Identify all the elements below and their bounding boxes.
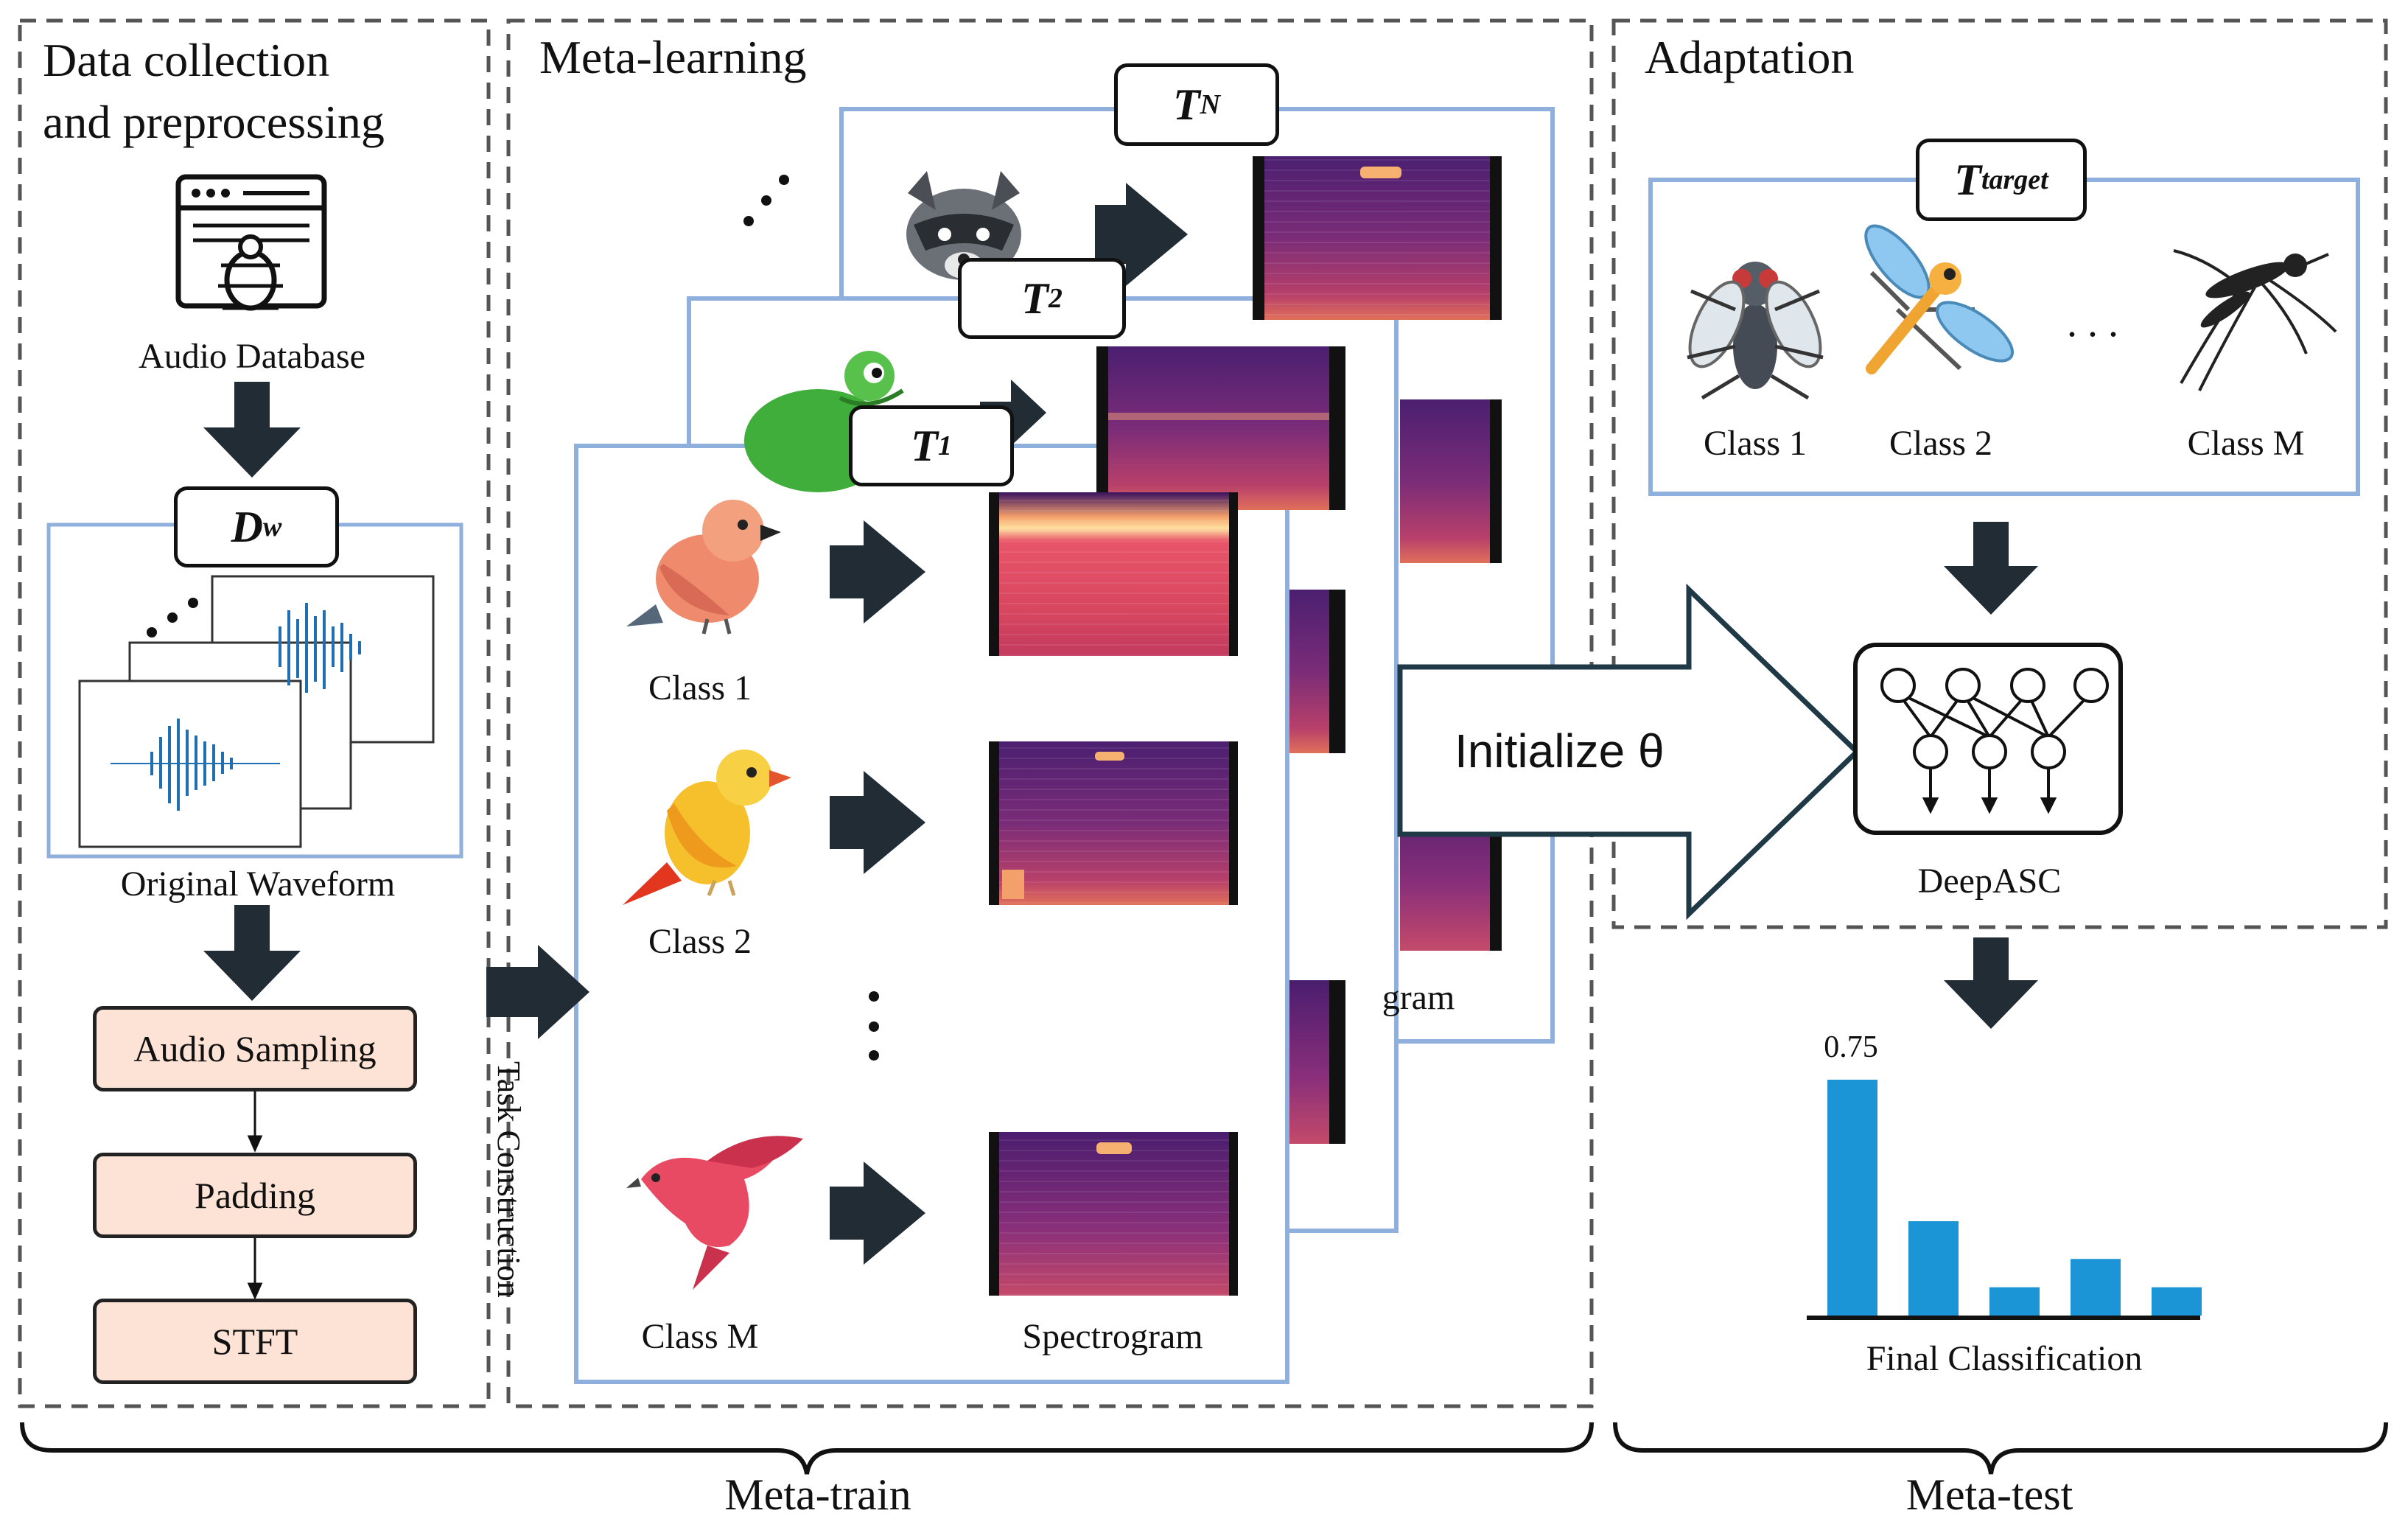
audio-database-icon (175, 174, 327, 311)
target-class-m-label: Class M (2187, 424, 2305, 463)
dragonfly-icon (1864, 224, 2015, 374)
target-class-1-label: Class 1 (1703, 424, 1807, 463)
step-padding: Padding (93, 1153, 417, 1238)
fly-icon (1687, 262, 1824, 400)
task1-class-2-label: Class 2 (648, 922, 752, 961)
waveform-stack (78, 575, 435, 848)
preprocessing-title-line2: and preprocessing (43, 96, 385, 148)
meta-test-brace (1613, 1422, 2388, 1475)
spectrogram-label: Spectrogram (1022, 1317, 1203, 1356)
bird-icon-m (626, 1136, 803, 1290)
initialize-theta-label: Initialize θ (1455, 724, 1665, 778)
class-ellipsis: . . . (2067, 300, 2118, 346)
arrow-class-m (830, 1162, 925, 1265)
classification-bar-1 (1827, 1080, 1877, 1316)
classification-bar-3 (1989, 1287, 2040, 1316)
arrow-class-2 (830, 771, 925, 874)
adaptation-frame (1611, 18, 2388, 929)
meta-test-label: Meta-test (1905, 1470, 2073, 1519)
top-bar-value-label: 0.75 (1824, 1030, 1878, 1064)
arrow-class-1 (830, 520, 925, 623)
raccoon-icon (906, 171, 1021, 280)
adaptation-title: Adaptation (1645, 31, 1855, 83)
partial-spectrogram-label: gram (1382, 978, 1455, 1017)
task-construction-label-wrap: Task Construction (491, 1061, 554, 1386)
task-construction-arrow (486, 945, 589, 1039)
step-stft: STFT (93, 1299, 417, 1384)
task1-class-1-label: Class 1 (648, 668, 752, 708)
deepasc-label: DeepASC (1917, 862, 2062, 901)
meta-train-label: Meta-train (724, 1470, 911, 1519)
arrow-t2 (980, 380, 1046, 446)
classification-bar-4 (2071, 1259, 2121, 1316)
target-class-2-label: Class 2 (1889, 424, 1992, 463)
audio-database-label: Audio Database (139, 337, 365, 376)
classification-bar-2 (1908, 1221, 1959, 1316)
meta-train-brace (20, 1422, 1594, 1475)
final-classification-label: Final Classification (1866, 1339, 2143, 1378)
mosquito-icon (2173, 249, 2337, 391)
step-connectors (247, 1091, 263, 1300)
down-arrow-1 (203, 382, 301, 478)
classification-bar-5 (2152, 1287, 2202, 1316)
down-arrow-classification (1944, 937, 2038, 1029)
meta-learning-title: Meta-learning (539, 31, 807, 83)
network-nodes (1880, 668, 2109, 814)
meta-learning-frame (506, 18, 1594, 1408)
preprocessing-title-line1: Data collection (43, 34, 330, 86)
final-classification-chart (1827, 1080, 2202, 1316)
original-waveform-label: Original Waveform (120, 864, 396, 904)
down-arrow-model (1944, 522, 2038, 615)
down-arrow-2 (203, 905, 301, 1001)
spectrogram-t2 (1096, 346, 1345, 510)
bird-icon-2 (623, 750, 791, 905)
bird-icon-1 (626, 500, 781, 635)
task-construction-label: Task Construction (491, 1061, 527, 1298)
task1-class-m-label: Class M (641, 1317, 759, 1356)
step-audio-sampling: Audio Sampling (93, 1006, 417, 1091)
initialize-arrow (1397, 583, 1861, 921)
